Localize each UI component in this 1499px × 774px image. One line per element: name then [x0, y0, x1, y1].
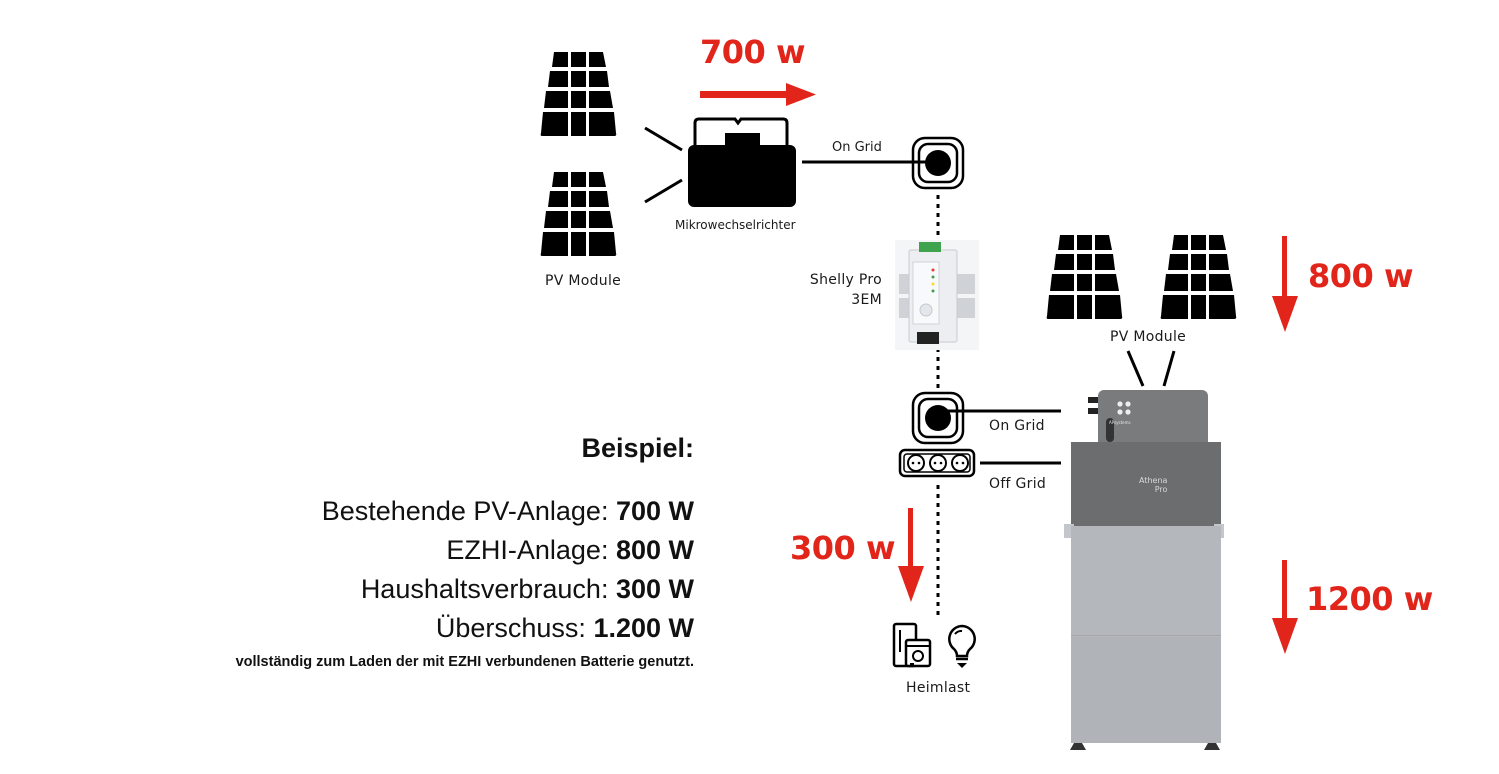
- arrow-right-icon: [700, 83, 816, 106]
- shelly-label-line2: 3EM: [851, 292, 882, 308]
- battery-model-label: Athena Pro: [1139, 476, 1167, 494]
- arrow-down-icon: [1272, 236, 1298, 332]
- shelly-meter-device: [895, 240, 979, 350]
- battery-brand-label: APsystems: [1109, 420, 1131, 425]
- pv-module-label: PV Module: [545, 273, 622, 289]
- power-flow-800-label: 800 w: [1308, 257, 1414, 295]
- solar-panel-icon: [540, 172, 617, 256]
- apsystems-logo-icon: [1117, 401, 1131, 415]
- arrow-down-icon: [898, 508, 924, 602]
- example-row-value: 700 W: [615, 496, 694, 526]
- power-flow-1200-label: 1200 w: [1306, 580, 1433, 618]
- example-row: Haushaltsverbrauch: 300 W: [236, 570, 694, 609]
- example-panel: Beispiel: Bestehende PV-Anlage: 700 W EZ…: [236, 430, 694, 676]
- example-row-value: 1.200 W: [593, 613, 694, 643]
- battery-model-line2: Pro: [1154, 485, 1168, 494]
- off-grid-label: Off Grid: [989, 476, 1047, 492]
- power-strip-icon: [898, 448, 976, 478]
- solar-panel-icon: [1160, 235, 1237, 319]
- grid-socket-icon: [911, 136, 965, 190]
- home-load-label: Heimlast: [906, 680, 971, 696]
- ezhi-pv-module-label: PV Module: [1110, 329, 1187, 345]
- example-title: Beispiel:: [581, 433, 694, 463]
- on-grid-label-ezhi: On Grid: [989, 418, 1045, 434]
- appliance-icon: [892, 622, 932, 668]
- on-grid-label-top: On Grid: [832, 140, 882, 155]
- micro-inverter-icon: [688, 117, 796, 207]
- ezhi-battery-unit: [1064, 390, 1224, 750]
- arrow-down-icon: [1272, 560, 1298, 654]
- power-flow-700-label: 700 w: [700, 33, 806, 71]
- example-footnote: vollständig zum Laden der mit EZHI verbu…: [235, 654, 694, 670]
- power-flow-300-label: 300 w: [790, 529, 896, 567]
- light-bulb-icon: [948, 624, 976, 668]
- example-row-value: 800 W: [615, 535, 694, 565]
- inverter-label: Mikrowechselrichter: [675, 218, 796, 232]
- battery-model-line1: Athena: [1139, 476, 1168, 485]
- shelly-meter-label: Shelly Pro 3EM: [790, 270, 882, 310]
- example-row-label: Haushaltsverbrauch:: [360, 574, 616, 604]
- example-row-label: Überschuss:: [435, 613, 594, 643]
- example-row-label: EZHI-Anlage:: [446, 535, 616, 565]
- solar-panel-icon: [1046, 235, 1123, 319]
- shelly-label-line1: Shelly Pro: [809, 272, 882, 288]
- example-row: Überschuss: 1.200 W: [236, 609, 694, 648]
- example-row-label: Bestehende PV-Anlage:: [321, 496, 616, 526]
- example-row: Bestehende PV-Anlage: 700 W: [236, 492, 694, 531]
- example-row: EZHI-Anlage: 800 W: [236, 531, 694, 570]
- solar-panel-icon: [540, 52, 617, 136]
- example-row-value: 300 W: [615, 574, 694, 604]
